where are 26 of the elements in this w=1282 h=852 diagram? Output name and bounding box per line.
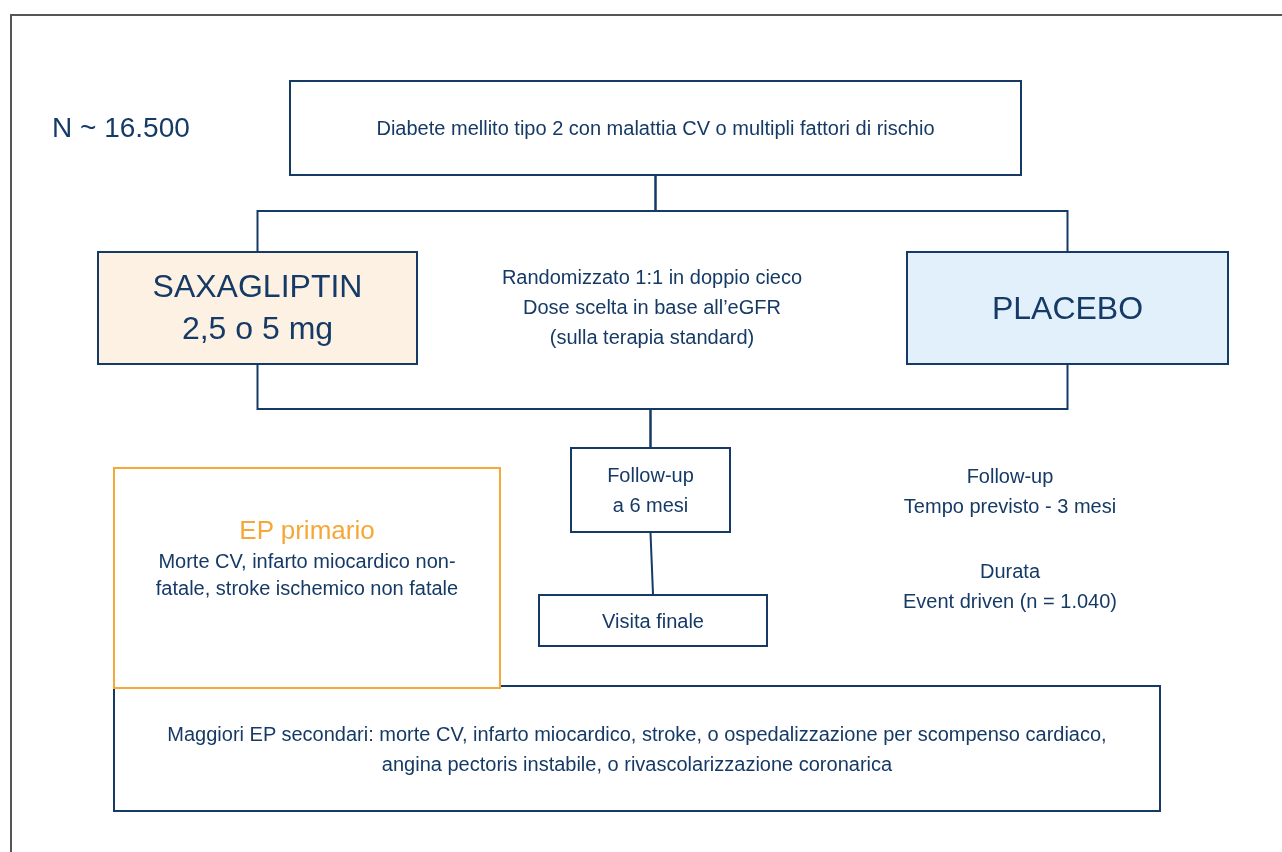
node-text: Diabete mellito tipo 2 con malattia CV o multipli fattori di rischio <box>376 116 935 140</box>
heading: EP primario <box>239 514 375 547</box>
sample-size-label: N ~ 16.500 <box>52 112 191 144</box>
node-text: PLACEBO <box>991 289 1144 327</box>
note-text: Tempo previsto - 3 mesi <box>902 495 1118 518</box>
process-box <box>97 251 418 365</box>
node-text: Morte CV, infarto miocardico non-fatale, stroke ischemico non fatale <box>155 549 459 602</box>
process-box <box>289 80 1022 176</box>
endpoint-box <box>113 467 501 689</box>
note-text: Follow-up <box>965 465 1055 488</box>
process-box <box>570 447 731 533</box>
process-box <box>538 594 768 647</box>
note-text: Dose scelta in base all’eGFR <box>522 296 782 319</box>
connector-line <box>649 364 1069 448</box>
connector-line <box>654 175 1069 252</box>
connector-line <box>649 532 654 595</box>
node-text: Maggiori EP secondari: morte CV, infarto miocardico, stroke, o ospedalizzazione per scompenso cardiaco, angina pectoris instabile, o rivascolarizzazione coronarica <box>166 721 1108 777</box>
note-text: (sulla terapia standard) <box>548 326 756 349</box>
process-box <box>906 251 1229 365</box>
note-text: Event driven (n = 1.040) <box>902 590 1118 613</box>
note-text: Durata <box>979 560 1041 583</box>
node-text: SAXAGLIPTIN 2,5 o 5 mg <box>151 267 364 348</box>
node-text: Follow-up a 6 mesi <box>606 463 695 518</box>
node-text: Visita finale <box>602 608 704 634</box>
process-box <box>113 685 1161 812</box>
note-text: Randomizzato 1:1 in doppio cieco <box>500 266 804 289</box>
